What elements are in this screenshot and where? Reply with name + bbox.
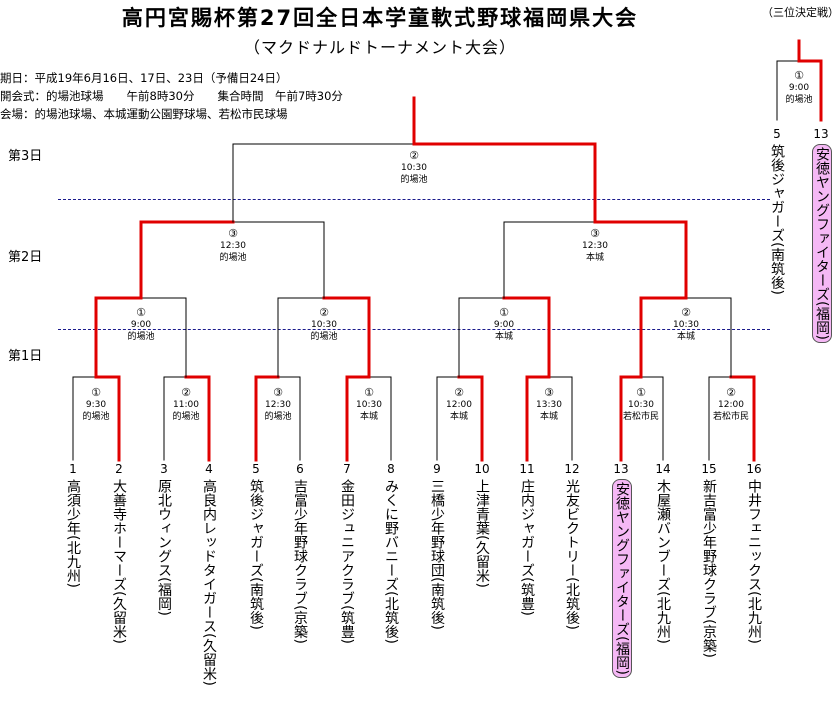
info-opening: 開会式：的場池球場 午前8時30分 集合時間 午前7時30分 bbox=[0, 89, 343, 103]
third-place-note: （三位決定戦） bbox=[762, 6, 835, 19]
third-team-13-highlight: 安徳ヤングファイターズ(福岡) bbox=[812, 144, 832, 343]
info-dates: 期日：平成19年6月16日、17日、23日（予備日24日） bbox=[0, 71, 288, 85]
day-label-3: 第3日 bbox=[8, 149, 43, 164]
day-label-2: 第2日 bbox=[8, 250, 43, 265]
page-title: 高円宮賜杯第27回全日本学童軟式野球福岡県大会 bbox=[121, 6, 639, 30]
divider-day3 bbox=[58, 199, 770, 200]
info-venues: 会場：的場池球場、本城運動公園野球場、若松市民球場 bbox=[0, 107, 288, 121]
team-13-highlight: 安徳ヤングファイターズ(福岡) bbox=[612, 479, 632, 678]
page-subtitle: （マクドナルドトーナメント大会） bbox=[243, 38, 516, 57]
divider-day2 bbox=[58, 329, 770, 330]
day-label-1: 第1日 bbox=[8, 349, 43, 364]
